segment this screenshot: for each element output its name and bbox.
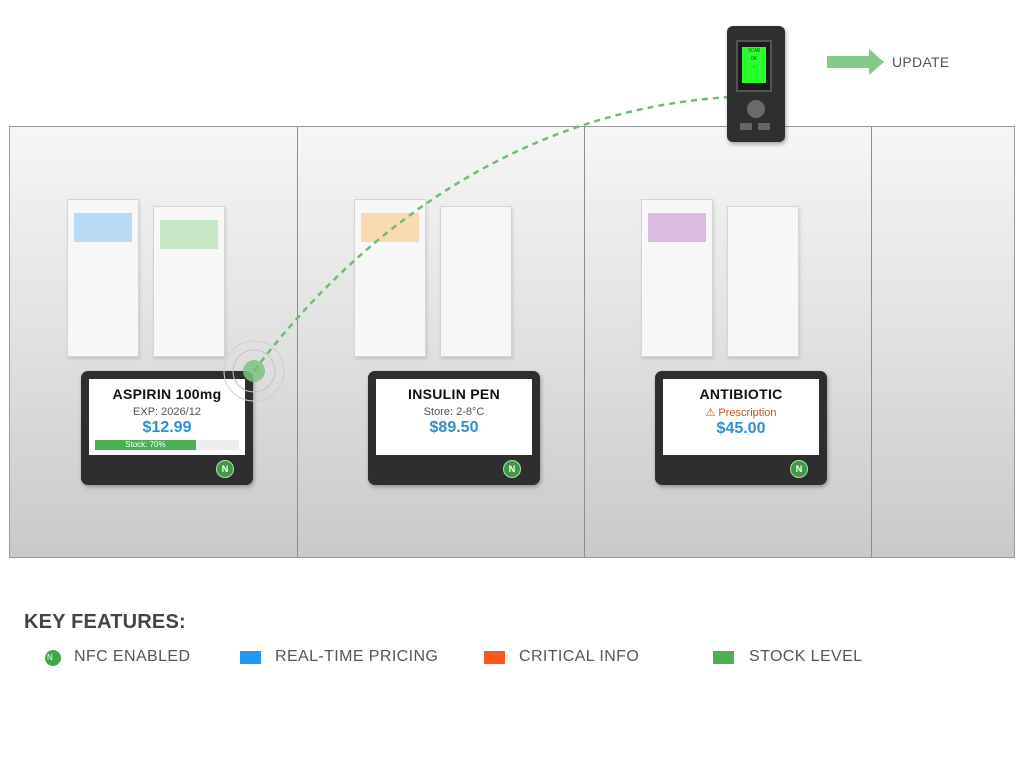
- reader-lcd-line: OK: [750, 56, 758, 62]
- shelf-unit: [9, 126, 1015, 558]
- stock-label: Stock: 70%: [125, 440, 166, 449]
- legend-item-stock: STOCK LEVEL: [713, 648, 873, 668]
- tag-screen: ANTIBIOTIC ⚠ Prescription $45.00: [663, 379, 819, 455]
- box-label: [648, 213, 706, 242]
- reader-screen: SCAN OK ✓: [736, 40, 772, 92]
- key-features-title: KEY FEATURES:: [24, 611, 186, 633]
- product-box[interactable]: [641, 199, 713, 357]
- legend-label: REAL-TIME PRICING: [275, 648, 439, 665]
- legend-item-critical: CRITICAL INFO: [484, 648, 654, 668]
- stock-bar: Stock: 70%: [95, 440, 239, 450]
- stock-bar-fill: [95, 440, 196, 450]
- shelf-tag-aspirin[interactable]: ASPIRIN 100mg EXP: 2026/12 $12.99 Stock:…: [81, 371, 253, 485]
- nfc-signal-icon: [223, 340, 285, 402]
- tag-title: INSULIN PEN: [408, 386, 500, 402]
- tag-price: $12.99: [142, 419, 192, 436]
- stock-swatch-icon: [713, 651, 734, 664]
- legend-item-nfc: N NFC ENABLED: [45, 648, 205, 668]
- product-box[interactable]: [354, 199, 426, 357]
- reader-left-button[interactable]: [740, 123, 752, 130]
- tag-prescription-warning: ⚠ Prescription: [705, 407, 777, 419]
- tag-title: ANTIBIOTIC: [699, 386, 783, 402]
- nfc-reader-device[interactable]: SCAN OK ✓: [727, 26, 785, 142]
- nfc-dot-icon: N: [45, 650, 61, 666]
- reader-dpad-button[interactable]: [747, 100, 765, 118]
- product-box[interactable]: [727, 206, 799, 357]
- shelf-tag-antibiotic[interactable]: ANTIBIOTIC ⚠ Prescription $45.00 N: [655, 371, 827, 485]
- shelf-divider: [297, 127, 298, 557]
- tag-expiry: EXP: 2026/12: [133, 406, 201, 418]
- shelf-divider: [584, 127, 585, 557]
- box-label: [361, 213, 419, 242]
- legend-label: STOCK LEVEL: [749, 648, 863, 665]
- nfc-badge-icon: N: [503, 460, 521, 478]
- pricing-swatch-icon: [240, 651, 261, 664]
- shelf-tag-insulin[interactable]: INSULIN PEN Store: 2-8°C $89.50 N: [368, 371, 540, 485]
- update-arrow-icon: [827, 49, 884, 75]
- box-label: [160, 220, 218, 249]
- tag-screen: ASPIRIN 100mg EXP: 2026/12 $12.99 Stock:…: [89, 379, 245, 455]
- shelf-divider: [871, 127, 872, 557]
- legend-label: CRITICAL INFO: [519, 648, 640, 665]
- tag-screen: INSULIN PEN Store: 2-8°C $89.50: [376, 379, 532, 455]
- reader-lcd-line: SCAN: [747, 48, 761, 54]
- reader-lcd-line: ✓: [752, 64, 756, 70]
- tag-price: $89.50: [429, 419, 479, 436]
- product-box[interactable]: [440, 206, 512, 357]
- tag-storage: Store: 2-8°C: [423, 406, 485, 418]
- legend-label: NFC ENABLED: [74, 648, 191, 665]
- update-label: UPDATE: [892, 54, 950, 70]
- nfc-badge-icon: N: [790, 460, 808, 478]
- nfc-badge-icon: N: [216, 460, 234, 478]
- tag-price: $45.00: [716, 420, 766, 437]
- reader-right-button[interactable]: [758, 123, 770, 130]
- product-box[interactable]: [67, 199, 139, 357]
- legend-item-pricing: REAL-TIME PRICING: [240, 648, 450, 668]
- critical-swatch-icon: [484, 651, 505, 664]
- reader-lcd: SCAN OK ✓: [742, 47, 766, 83]
- tag-title: ASPIRIN 100mg: [112, 386, 222, 402]
- box-label: [74, 213, 132, 242]
- product-box[interactable]: [153, 206, 225, 357]
